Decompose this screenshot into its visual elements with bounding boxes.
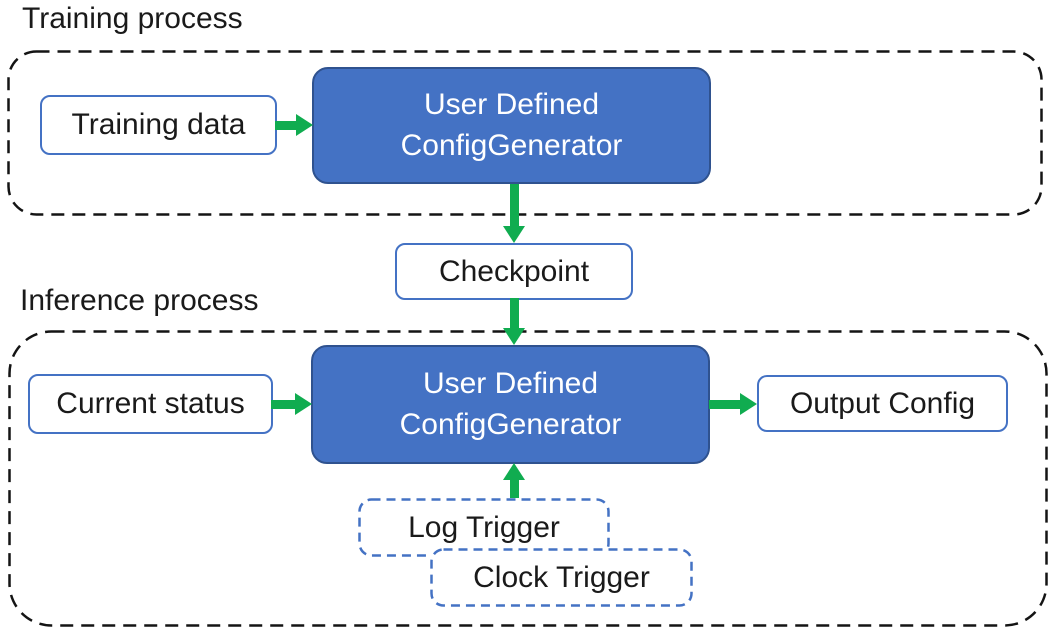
arrow-current-status-to-generator <box>271 393 312 415</box>
clock-trigger-node: Clock Trigger <box>430 548 693 607</box>
arrow-head <box>503 226 525 243</box>
clock-trigger-dashed-border <box>430 548 693 607</box>
arrow-shaft <box>271 399 295 409</box>
output-config-node: Output Config <box>757 375 1008 432</box>
arrow-generator-to-output-config <box>709 393 757 415</box>
arrow-head <box>296 114 313 136</box>
arrow-head <box>295 393 312 415</box>
arrow-shaft <box>509 298 519 328</box>
current-status-node: Current status <box>28 374 273 434</box>
arrow-training-data-to-generator <box>275 114 313 136</box>
log-trigger-label: Log Trigger <box>408 510 560 544</box>
arrow-head <box>503 328 525 345</box>
arrow-generator-to-checkpoint <box>503 184 525 243</box>
training-process-container <box>7 50 1043 216</box>
inference-process-container <box>8 330 1048 627</box>
arrow-head <box>740 393 757 415</box>
arrow-shaft <box>509 480 519 498</box>
training-data-node: Training data <box>40 95 277 155</box>
training-process-label: Training process <box>22 2 243 35</box>
checkpoint-node: Checkpoint <box>395 243 633 300</box>
clock-trigger-label: Clock Trigger <box>473 560 650 594</box>
config-generator-training-node: User Defined ConfigGenerator <box>312 67 711 184</box>
arrow-shaft <box>275 120 296 130</box>
log-trigger-node: Log Trigger <box>358 498 610 557</box>
arrow-shaft <box>509 184 519 226</box>
arrow-checkpoint-to-generator <box>503 298 525 345</box>
inference-process-label: Inference process <box>20 284 259 317</box>
arrow-head <box>503 463 525 480</box>
config-generator-inference-node: User Defined ConfigGenerator <box>311 345 710 464</box>
arrow-log-trigger-to-generator <box>503 463 525 498</box>
arrow-shaft <box>709 399 740 409</box>
